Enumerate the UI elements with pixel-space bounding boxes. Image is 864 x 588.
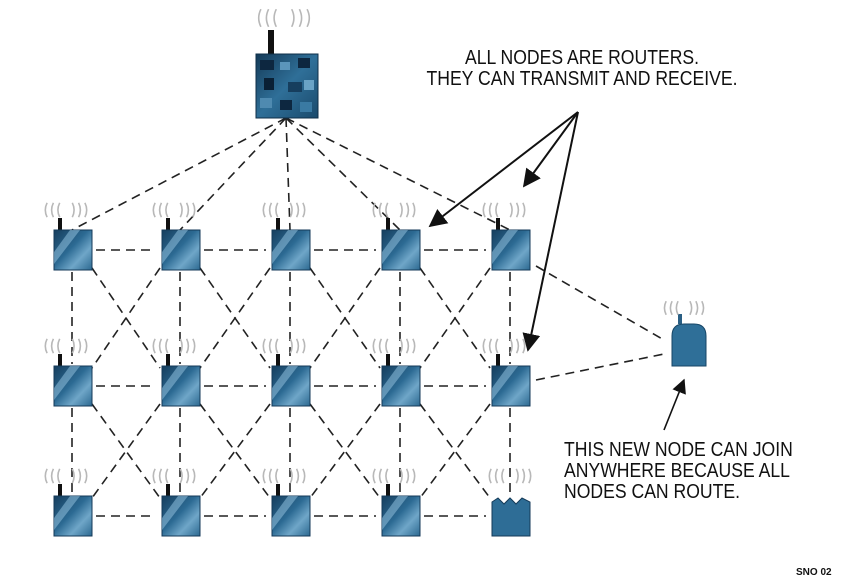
wireless-signal-icon <box>45 469 86 483</box>
mesh-node-icon <box>272 484 310 536</box>
mesh-node-icon <box>162 218 200 270</box>
new-node-callout-line-2: ANYWHERE BECAUSE ALL <box>564 461 793 482</box>
wireless-signal-icon <box>263 203 304 217</box>
mesh-node-icon <box>382 218 420 270</box>
wireless-signal-icon <box>45 203 86 217</box>
wireless-signal-icon <box>259 9 310 27</box>
mesh-node-icon <box>382 484 420 536</box>
wireless-signal-icon <box>153 339 194 353</box>
mesh-node-icon <box>272 354 310 406</box>
new-node-icon <box>672 314 706 366</box>
wireless-signal-icon <box>263 469 304 483</box>
new-node-link <box>536 266 664 340</box>
callout-arrows <box>430 112 684 430</box>
wireless-signal-icon <box>263 339 304 353</box>
mesh-node-icon <box>492 354 530 406</box>
new-node-callout: THIS NEW NODE CAN JOIN ANYWHERE BECAUSE … <box>564 440 793 503</box>
routers-callout-line-2: THEY CAN TRANSMIT AND RECEIVE. <box>415 69 749 90</box>
mesh-node-icon <box>54 218 92 270</box>
mesh-node-icon <box>54 354 92 406</box>
mesh-node-icon <box>54 484 92 536</box>
routers-callout-arrow <box>430 112 578 226</box>
mesh-node-icon <box>162 484 200 536</box>
gateway-link <box>72 118 286 230</box>
new-node-callout-line-3: NODES CAN ROUTE. <box>564 482 793 503</box>
wireless-signal-icon <box>45 339 86 353</box>
routers-callout: ALL NODES ARE ROUTERS. THEY CAN TRANSMIT… <box>415 48 749 90</box>
wireless-signal-icon <box>483 339 524 353</box>
wireless-signal-icon <box>373 469 414 483</box>
mesh-node-icon <box>272 218 310 270</box>
gateway-router-icon <box>256 30 318 118</box>
wireless-signal-icon <box>153 203 194 217</box>
figure-id-label: SNO 02 <box>796 567 832 578</box>
mesh-node-icon <box>492 498 530 536</box>
wireless-signal-icon <box>153 469 194 483</box>
wireless-signal-icon <box>373 203 414 217</box>
mesh-node-icon <box>162 354 200 406</box>
gateway-link <box>286 118 510 230</box>
gateway-link <box>286 118 400 230</box>
gateway-link <box>286 118 290 230</box>
mesh-node-icon <box>492 218 530 270</box>
new-node-callout-arrow <box>664 380 684 430</box>
wireless-signal-icon <box>664 301 703 315</box>
mesh-node-icon <box>382 354 420 406</box>
new-node-callout-line-1: THIS NEW NODE CAN JOIN <box>564 440 793 461</box>
wireless-signal-icon <box>373 339 414 353</box>
routers-callout-line-1: ALL NODES ARE ROUTERS. <box>415 48 749 69</box>
wireless-signal-icon <box>483 203 524 217</box>
new-node-link <box>536 354 664 380</box>
